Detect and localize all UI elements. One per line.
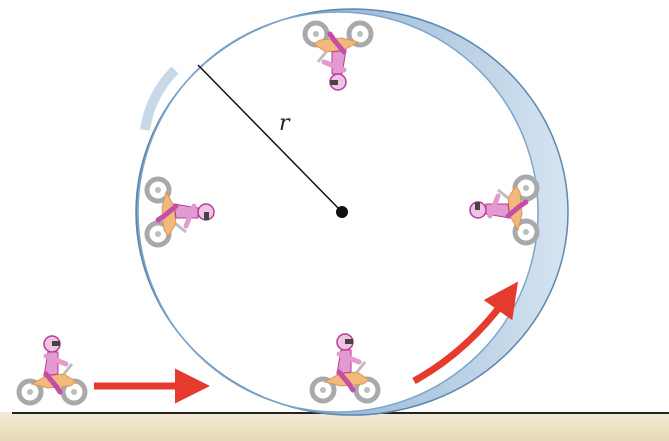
ground-surface: [0, 412, 669, 441]
rider-approach: [19, 336, 85, 403]
upward-arrow: [412, 281, 519, 385]
motorcycle-rider-icon: [19, 336, 85, 403]
loop-track: [135, 8, 569, 416]
radius-label: r: [279, 111, 291, 136]
center-point: [336, 206, 348, 218]
radius-line: [197, 64, 343, 213]
